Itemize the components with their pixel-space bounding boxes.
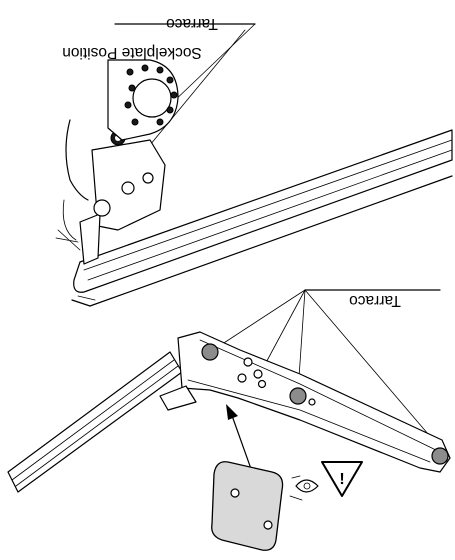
warning-triangle-icon: !: [321, 461, 363, 497]
upper-beam-lip: [77, 295, 96, 301]
nut-1: [201, 343, 219, 361]
upper-assembly: [55, 59, 453, 307]
crossbar-plate-top: [199, 339, 441, 453]
leader-to-nut-4: [304, 289, 441, 449]
chassis-part-2: [55, 199, 81, 251]
socket-plate-holes: [124, 64, 178, 126]
middle-label-group: Tarraco: [209, 289, 441, 449]
plate-hole-1: [230, 488, 240, 498]
nut-2: [289, 387, 307, 405]
crossbar-plate-bottom: [187, 379, 431, 463]
mounting-plate-group: [211, 404, 284, 551]
bolt-cluster: [237, 357, 316, 406]
chassis-part: [65, 119, 89, 201]
mounting-plate: [211, 461, 284, 551]
lower-beam-edge: [11, 359, 179, 487]
crossbar-end-tab: [159, 385, 197, 411]
leader-to-nut-3: [261, 289, 306, 371]
lower-assembly: [7, 331, 451, 493]
top-label-group: Tarraco Sockelplate Position: [62, 15, 256, 146]
leader-to-nut-1: [209, 289, 306, 353]
middle-tarraco-label: Tarraco: [349, 292, 401, 309]
bracket-bolt: [93, 199, 111, 217]
bracket-arm: [79, 213, 101, 265]
plate-hole-2: [263, 520, 273, 530]
upper-beam-lower: [71, 175, 453, 307]
sockelplate-leader-line: [169, 23, 256, 106]
read-manual-eye-icon: [289, 475, 319, 501]
sockelplate-position-label: Sockelplate Position: [62, 44, 202, 61]
svg-text:!: !: [339, 471, 344, 488]
upper-beam-edge: [83, 139, 453, 281]
socket-plate-hole: [132, 78, 172, 118]
nut-3: [431, 447, 449, 465]
bracket-bolt-3: [142, 172, 154, 184]
plate-arrow-head: [226, 404, 238, 420]
bracket-bolt-2: [121, 181, 135, 195]
